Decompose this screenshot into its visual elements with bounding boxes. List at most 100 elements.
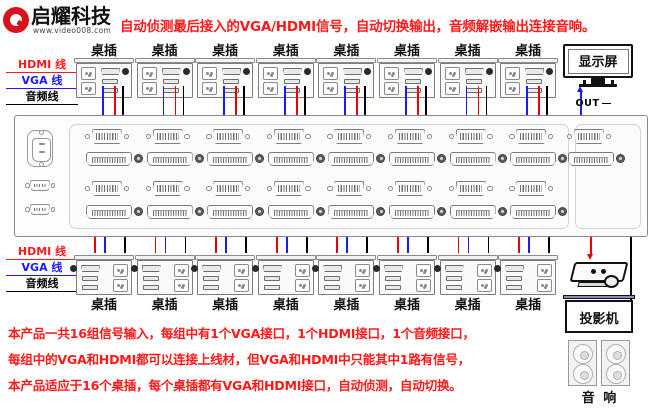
socket-lid [74, 255, 134, 260]
desk-socket-label-bottom-5: 桌插 [333, 298, 360, 313]
power-outlet-icon [323, 82, 339, 95]
desk-socket-label-top-4: 桌插 [272, 44, 299, 59]
hdmi-input-port-bottom-5 [328, 205, 375, 219]
socket-face [312, 260, 375, 295]
power-outlet-icon [113, 264, 128, 277]
socket-face [379, 63, 435, 98]
socket-face [130, 260, 193, 295]
power-outlet-icon [262, 82, 278, 95]
desk-socket-bottom-1 [70, 255, 134, 295]
desk-socket-label-top-1: 桌插 [90, 44, 117, 59]
vga-input-port-bottom-1 [85, 181, 129, 196]
hdmi-input-port-top-2 [146, 152, 193, 166]
vga-output-port [567, 129, 611, 144]
vga-cable-top-3 [223, 86, 225, 122]
legend-top: HDMI 线 VGA 线 音频线 [6, 58, 78, 106]
socket-hdmi-port-icon [405, 79, 421, 84]
socket-hdmi-port-icon [526, 79, 543, 84]
socket-hdmi-port-icon [324, 276, 341, 281]
desk-socket-top-6 [377, 58, 437, 98]
socket-vga-port-icon [101, 68, 120, 75]
brand-name: 启耀科技 [31, 4, 111, 28]
vga-cable-top-7 [465, 86, 468, 122]
power-outlet-icon [294, 279, 310, 292]
power-outlet-icon [173, 279, 189, 292]
projection-screen: 投影机 [563, 295, 635, 335]
power-outlet-icon [416, 279, 431, 292]
socket-face [439, 63, 496, 98]
power-outlet-icon [355, 264, 371, 277]
socket-hdmi-port-icon [445, 285, 462, 290]
socket-hdmi-port-icon [263, 276, 280, 281]
hdmi-input-port-bottom-3 [207, 205, 254, 219]
monitor-label: 显示屏 [578, 55, 618, 70]
audio-jack-bottom-3 [255, 207, 265, 216]
power-outlet-icon [141, 67, 157, 80]
footer-notes: 本产品一共16组信号输入，每组中有1个VGA接口，1个HDMI接口，1个音频接口… [8, 325, 556, 403]
vga-cable-top-2 [162, 86, 165, 122]
vga-cable-top-6 [405, 86, 407, 122]
hdmi-input-port-bottom-7 [449, 205, 496, 219]
speaker-label: 音 响 [581, 391, 619, 406]
power-outlet-icon [234, 264, 250, 277]
socket-vga-port-icon [141, 265, 161, 272]
vga-input-port-bottom-2 [145, 181, 190, 196]
socket-hdmi-port-icon [465, 79, 482, 84]
vga-cable-top-1 [102, 86, 104, 122]
legend-bottom: HDMI 线 VGA 线 音频线 [6, 245, 78, 293]
desk-socket-bottom-3 [191, 255, 256, 295]
audio-jack-bottom-8 [558, 207, 568, 216]
socket-vga-port-icon [282, 68, 302, 75]
desk-socket-label-bottom-8: 桌插 [515, 298, 542, 313]
note-line-1: 本产品一共16组信号输入，每组中有1个VGA接口，1个HDMI接口，1个音频接口… [8, 326, 475, 341]
socket-hdmi-port-icon [506, 276, 523, 281]
socket-audio-jack-icon [303, 68, 311, 75]
note-line-3: 本产品适应于16个桌插，每个桌插都有VGA和HDMI接口，自动侦测，自动切换。 [8, 378, 462, 393]
vga-input-port-bottom-7 [448, 181, 493, 196]
power-outlet-icon [141, 82, 157, 95]
power-outlet-icon [355, 279, 371, 292]
power-outlet-icon [444, 67, 460, 80]
power-outlet-icon [202, 67, 218, 80]
vga-input-port-bottom-4 [266, 181, 311, 196]
socket-lid [134, 255, 195, 260]
socket-audio-jack-icon [191, 265, 199, 272]
socket-vga-port-icon [262, 265, 282, 272]
legend-audio-label-2: 音频线 [6, 277, 78, 292]
desk-socket-bottom-4 [251, 255, 316, 295]
vga-out-to-monitor-cable [580, 90, 582, 126]
audio-jack-bottom-2 [194, 207, 204, 216]
socket-hdmi-port-icon [344, 79, 361, 84]
desk-socket-label-top-8: 桌插 [515, 44, 542, 59]
socket-hdmi-port-icon [162, 79, 179, 84]
socket-lid [498, 255, 559, 260]
socket-audio-jack-icon [312, 265, 320, 272]
projector-label: 投影机 [579, 312, 619, 327]
socket-lid [195, 58, 256, 63]
desk-socket-top-5 [316, 58, 377, 98]
vga-input-port-top-5 [327, 129, 372, 144]
socket-hdmi-port-icon [203, 276, 220, 281]
socket-vga-port-icon [404, 68, 423, 75]
vga-cable-top-8 [526, 86, 528, 122]
audio-output-jack [616, 154, 625, 163]
socket-lid [498, 58, 559, 63]
note-line-2: 每组中的VGA和HDMI都可以连接上线材，但VGA和HDMI中只能其中1路有信号… [8, 352, 471, 367]
audio-jack-top-2 [194, 154, 204, 163]
vga-input-port-bottom-8 [509, 181, 554, 196]
socket-face [494, 260, 557, 295]
socket-audio-jack-icon [425, 68, 432, 75]
vga-input-port-top-8 [509, 129, 554, 144]
socket-audio-jack-icon [70, 265, 77, 272]
socket-face [191, 260, 254, 295]
socket-hdmi-port-icon [324, 285, 341, 290]
power-outlet-icon [173, 264, 189, 277]
hdmi-input-port-bottom-6 [389, 205, 435, 219]
vga-input-port-top-6 [388, 129, 432, 144]
audio-jack-bottom-5 [376, 207, 386, 216]
socket-hdmi-port-icon [283, 79, 300, 84]
hdmi-input-port-bottom-1 [86, 205, 132, 219]
socket-vga-port-icon [444, 265, 464, 272]
vga-cable-top-4 [283, 86, 286, 122]
